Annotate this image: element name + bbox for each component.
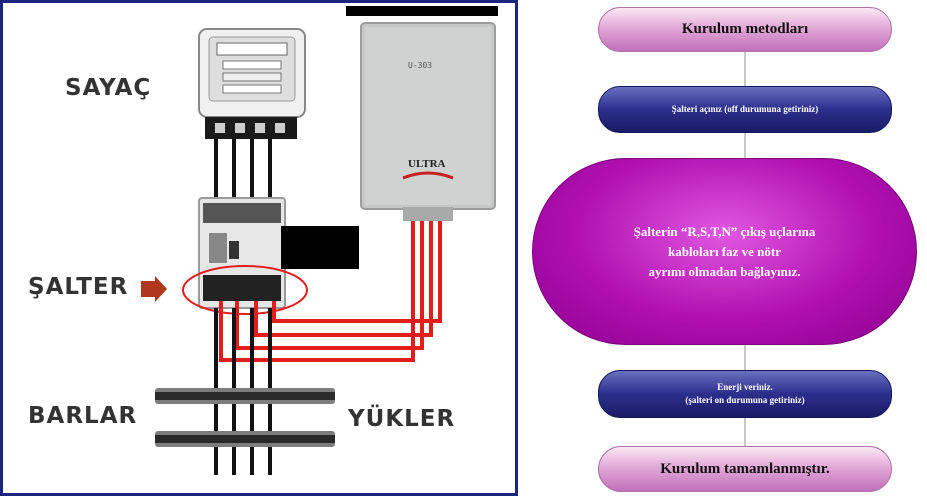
- flow-step-energize: Enerji veriniz. (şalteri on durumuna get…: [598, 370, 892, 418]
- breaker-label: ŞALTER: [28, 274, 129, 300]
- meter-label: SAYAÇ: [65, 75, 152, 101]
- device-brand-text: ULTRA: [408, 158, 446, 170]
- flow-step-complete: Kurulum tamamlanmıştır.: [598, 446, 892, 492]
- flow-step-text: Kurulum tamamlanmıştır.: [660, 460, 830, 477]
- red-cables: [219, 221, 442, 362]
- flow-step-text: Kurulum metodları: [681, 21, 809, 37]
- top-black-bar: [346, 6, 498, 16]
- flow-step-text: Şalteri açınız (off durumuna getiriniz): [671, 104, 819, 114]
- salter-arrow-icon: [141, 276, 167, 302]
- monitoring-device-graphic: [360, 22, 496, 221]
- flow-step-line: Şalterin “R,S,T,N” çıkış uçlarına: [633, 223, 816, 239]
- flow-step-open-breaker: Şalteri açınız (off durumuna getiriniz): [598, 86, 892, 133]
- meter-to-breaker-cables: [214, 139, 272, 203]
- busbars-graphic: [155, 388, 335, 447]
- flow-step-line: Enerji veriniz.: [717, 382, 773, 392]
- flow-step-connect-cables: Şalterin “R,S,T,N” çıkış uçlarına kablol…: [532, 158, 917, 345]
- flow-step-line: ayrımı olmadan bağlayınız.: [648, 263, 801, 279]
- device-model-text: U-303: [408, 61, 433, 70]
- loads-label: YÜKLER: [348, 406, 456, 432]
- flow-step-line: (şalteri on durumuna getiriniz): [685, 395, 805, 405]
- busbar-label: BARLAR: [28, 403, 138, 429]
- wiring-illustration: SAYAÇ ŞALTER BARLAR YÜKLER U-303 ULTRA: [0, 0, 518, 496]
- terminal-highlight-ellipse: [182, 265, 308, 315]
- flow-step-title: Kurulum metodları: [598, 7, 892, 52]
- breaker-graphic: [198, 197, 286, 309]
- electric-meter-graphic: [198, 28, 306, 139]
- redaction-box: [281, 226, 359, 269]
- flow-step-line: kabloları faz ve nötr: [667, 243, 781, 259]
- wiring-diagram-graphic: [141, 6, 498, 475]
